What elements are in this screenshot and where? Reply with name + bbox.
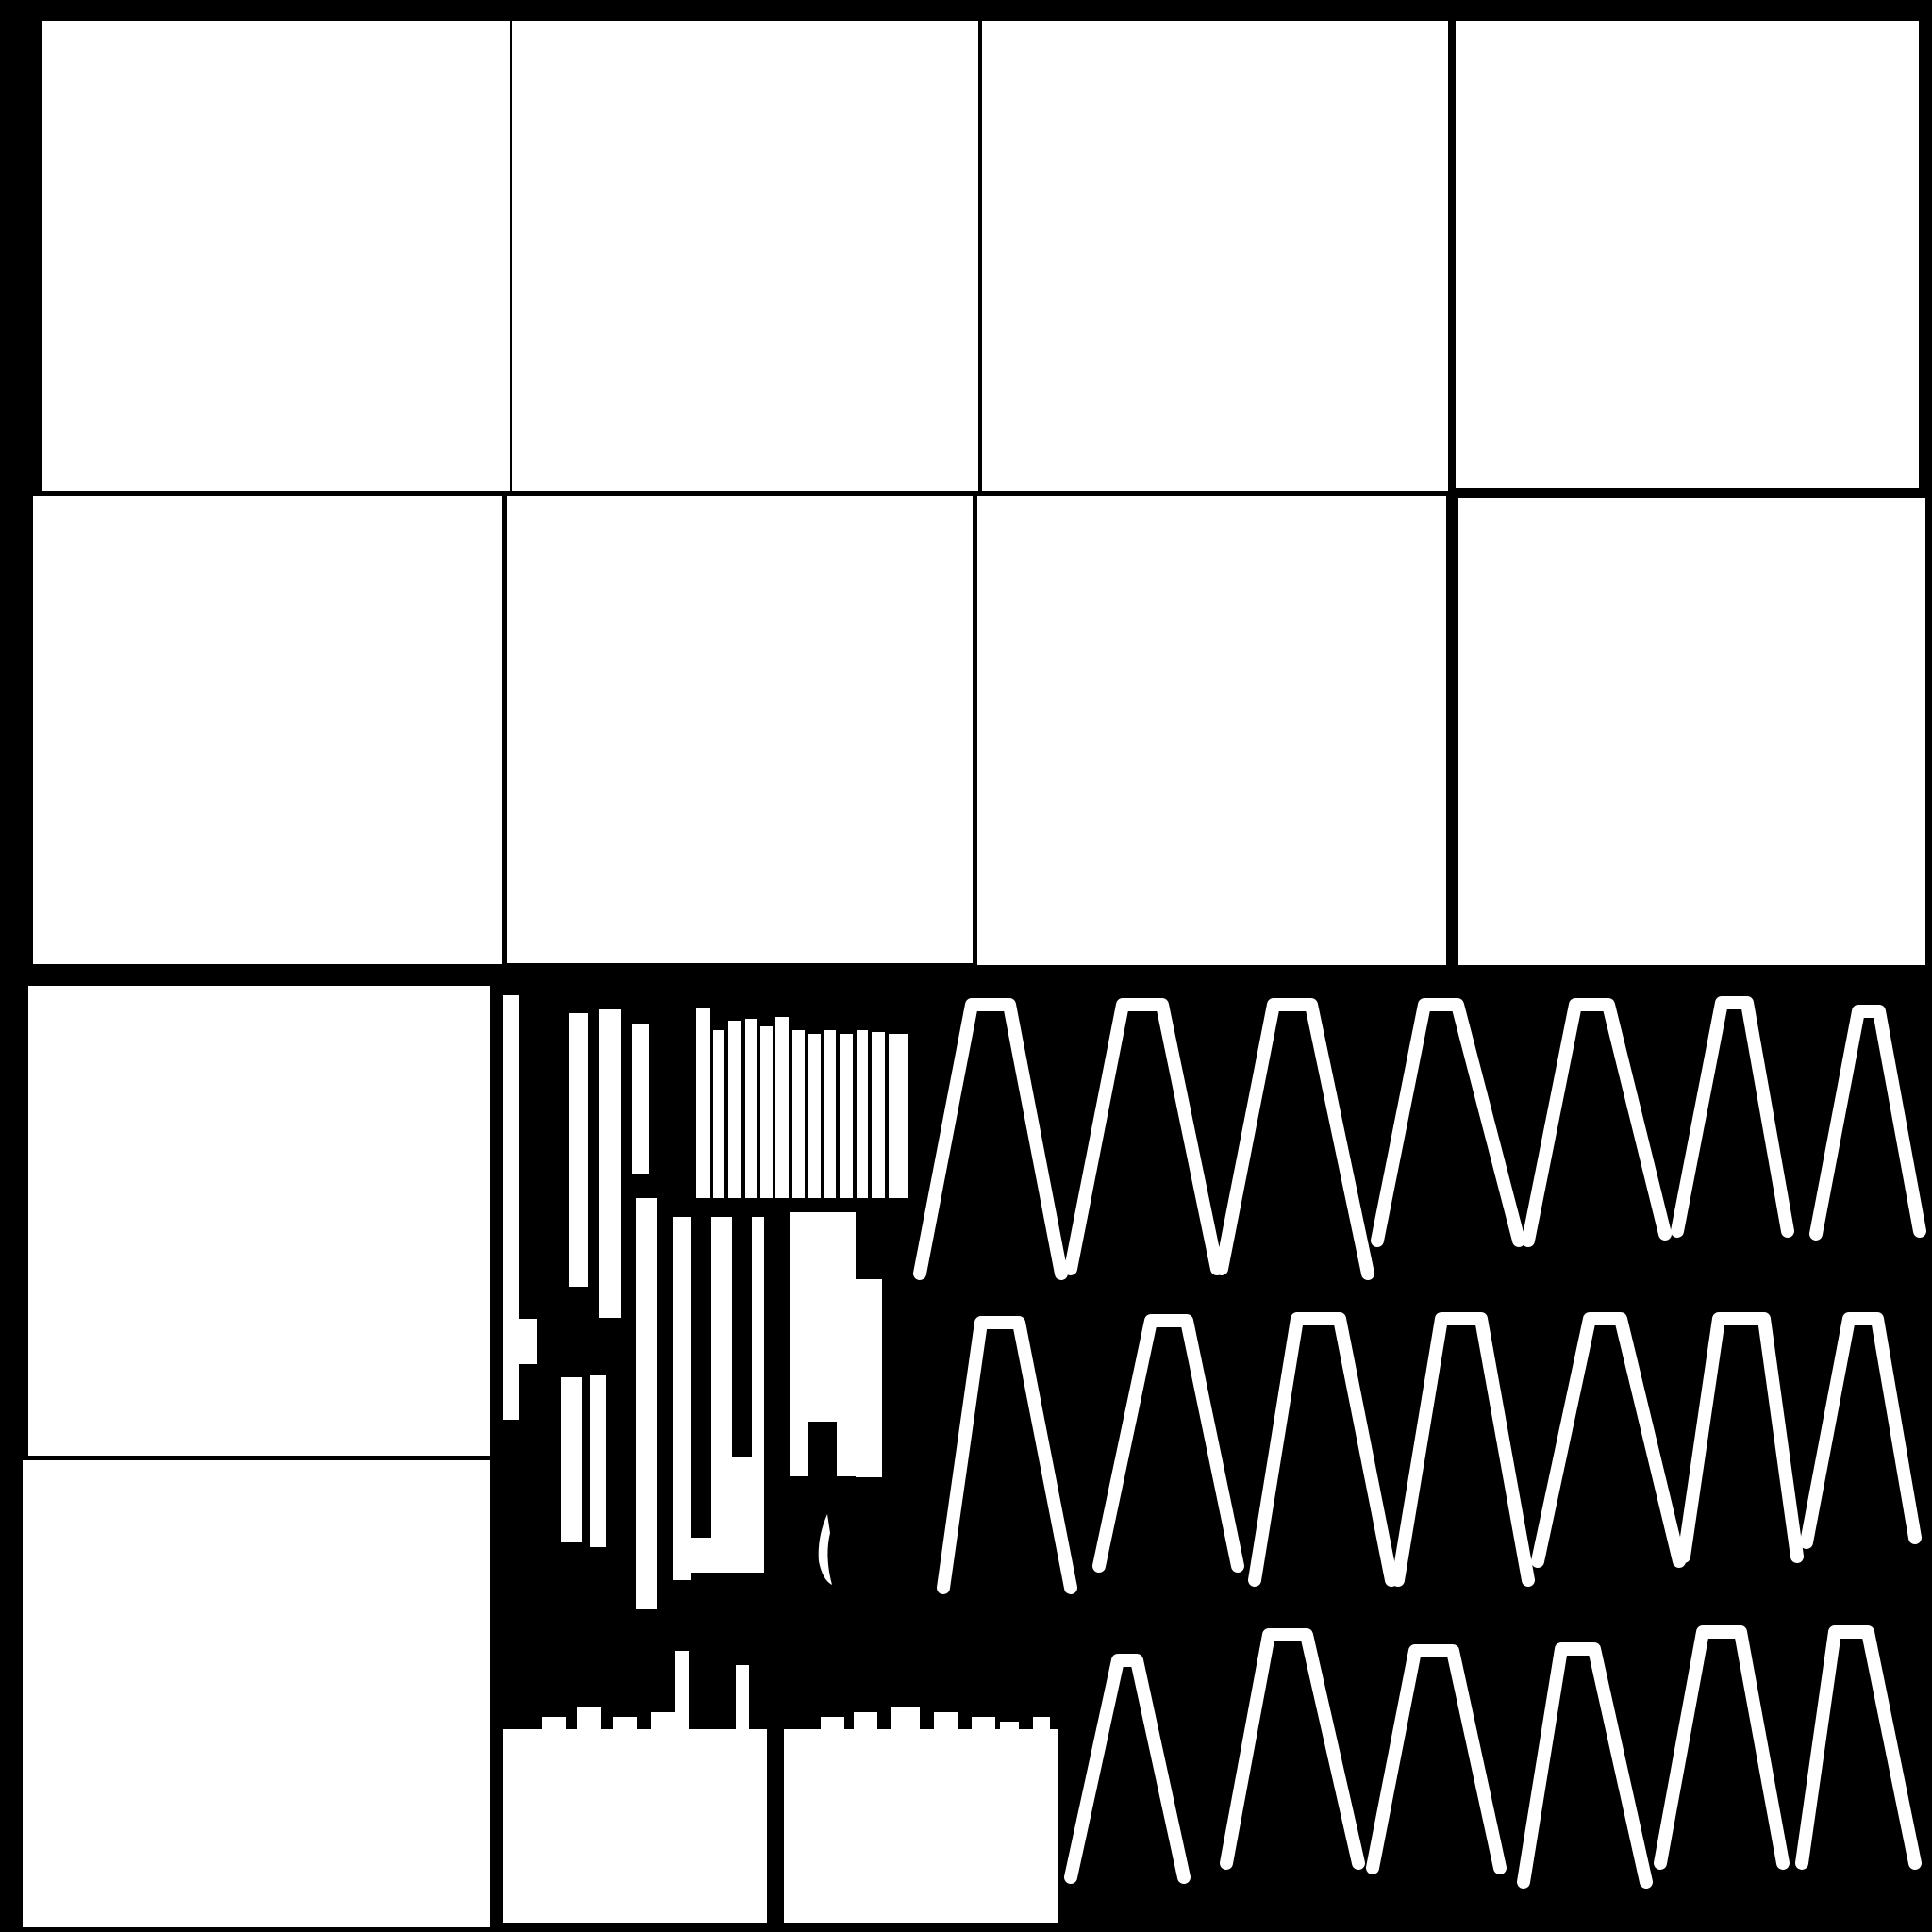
short-bar-row [696, 1008, 908, 1198]
a-frame-leg [1531, 1312, 1686, 1568]
a-frame-leg [1522, 998, 1672, 1247]
tall-bar-cluster [673, 1217, 764, 1580]
tile-r1-c4 [1456, 21, 1919, 488]
a-frame-leg-group [913, 996, 1926, 1889]
vertical-bar-cluster [503, 995, 657, 1609]
tile-r2-c4 [1458, 498, 1925, 965]
tile-row-1 [42, 21, 1919, 491]
bar [503, 995, 519, 1420]
skyline-block [784, 1707, 1058, 1923]
bar [857, 1030, 868, 1198]
bar [790, 1212, 808, 1476]
a-frame-leg [1677, 1312, 1804, 1563]
block [503, 1729, 767, 1923]
bar [792, 1030, 805, 1198]
block [1000, 1722, 1019, 1736]
bar [889, 1034, 908, 1198]
bar [732, 1457, 752, 1573]
a-frame-leg [1248, 1312, 1398, 1587]
bar [696, 1008, 710, 1198]
a-frame-leg [1800, 1312, 1922, 1549]
bar [856, 1279, 876, 1477]
bar [561, 1377, 582, 1542]
bar [713, 1030, 724, 1198]
skyline-block [503, 1651, 767, 1923]
tile-r1-c2 [512, 21, 978, 491]
a-frame-leg [1220, 1628, 1365, 1870]
bar [840, 1034, 853, 1198]
a-frame-leg [1366, 1644, 1507, 1874]
tile-row-2 [33, 496, 1925, 965]
a-frame-leg [1371, 998, 1525, 1247]
block [821, 1717, 844, 1736]
tile-r1-c3 [982, 21, 1448, 491]
block [854, 1712, 877, 1736]
bar [691, 1538, 711, 1573]
block [577, 1707, 601, 1736]
block [751, 1774, 764, 1830]
a-frame-leg [1215, 998, 1374, 1280]
tall-bar-cluster [790, 1212, 882, 1477]
bar [728, 1021, 741, 1198]
bar [808, 1034, 821, 1198]
bar [569, 1013, 588, 1287]
a-frame-leg [1654, 1625, 1790, 1870]
bar [752, 1217, 764, 1573]
bar [872, 1032, 885, 1198]
bar [599, 1009, 621, 1318]
curved-sliver [818, 1514, 832, 1585]
block [542, 1717, 566, 1736]
block [613, 1717, 637, 1736]
tile-column-3 [23, 986, 490, 1927]
a-frame-leg [1092, 1314, 1244, 1573]
block [972, 1717, 995, 1736]
tile-r4-c1 [23, 1460, 490, 1927]
bar [711, 1217, 732, 1573]
bar [760, 1026, 773, 1198]
tile-r1-c1 [42, 21, 510, 491]
tile-r3-c1 [28, 986, 490, 1456]
a-frame-leg [937, 1316, 1077, 1594]
bar [590, 1375, 606, 1547]
block [1033, 1717, 1050, 1736]
block [934, 1712, 958, 1736]
bar [745, 1019, 757, 1198]
bar [808, 1212, 837, 1422]
bar [824, 1030, 836, 1198]
bar [837, 1212, 856, 1476]
block [784, 1729, 1058, 1923]
bar [775, 1017, 789, 1198]
a-frame-leg [1671, 996, 1794, 1238]
block [651, 1712, 675, 1736]
bar [876, 1279, 882, 1477]
a-frame-leg [1391, 1312, 1535, 1587]
tile-r2-c1 [33, 496, 502, 964]
tile-r2-c2 [507, 496, 973, 963]
a-frame-leg [1064, 1654, 1191, 1884]
block [891, 1707, 920, 1736]
a-frame-leg [913, 998, 1068, 1280]
a-frame-leg [1064, 998, 1224, 1275]
a-frame-leg [1517, 1642, 1653, 1889]
bar [519, 1319, 537, 1364]
bar [673, 1217, 691, 1580]
tile-r2-c3 [977, 496, 1446, 965]
block [675, 1651, 689, 1736]
bar [632, 1024, 649, 1174]
bar [636, 1198, 657, 1609]
block [736, 1665, 749, 1736]
a-frame-leg [1809, 1005, 1926, 1241]
a-frame-leg [1795, 1625, 1922, 1870]
